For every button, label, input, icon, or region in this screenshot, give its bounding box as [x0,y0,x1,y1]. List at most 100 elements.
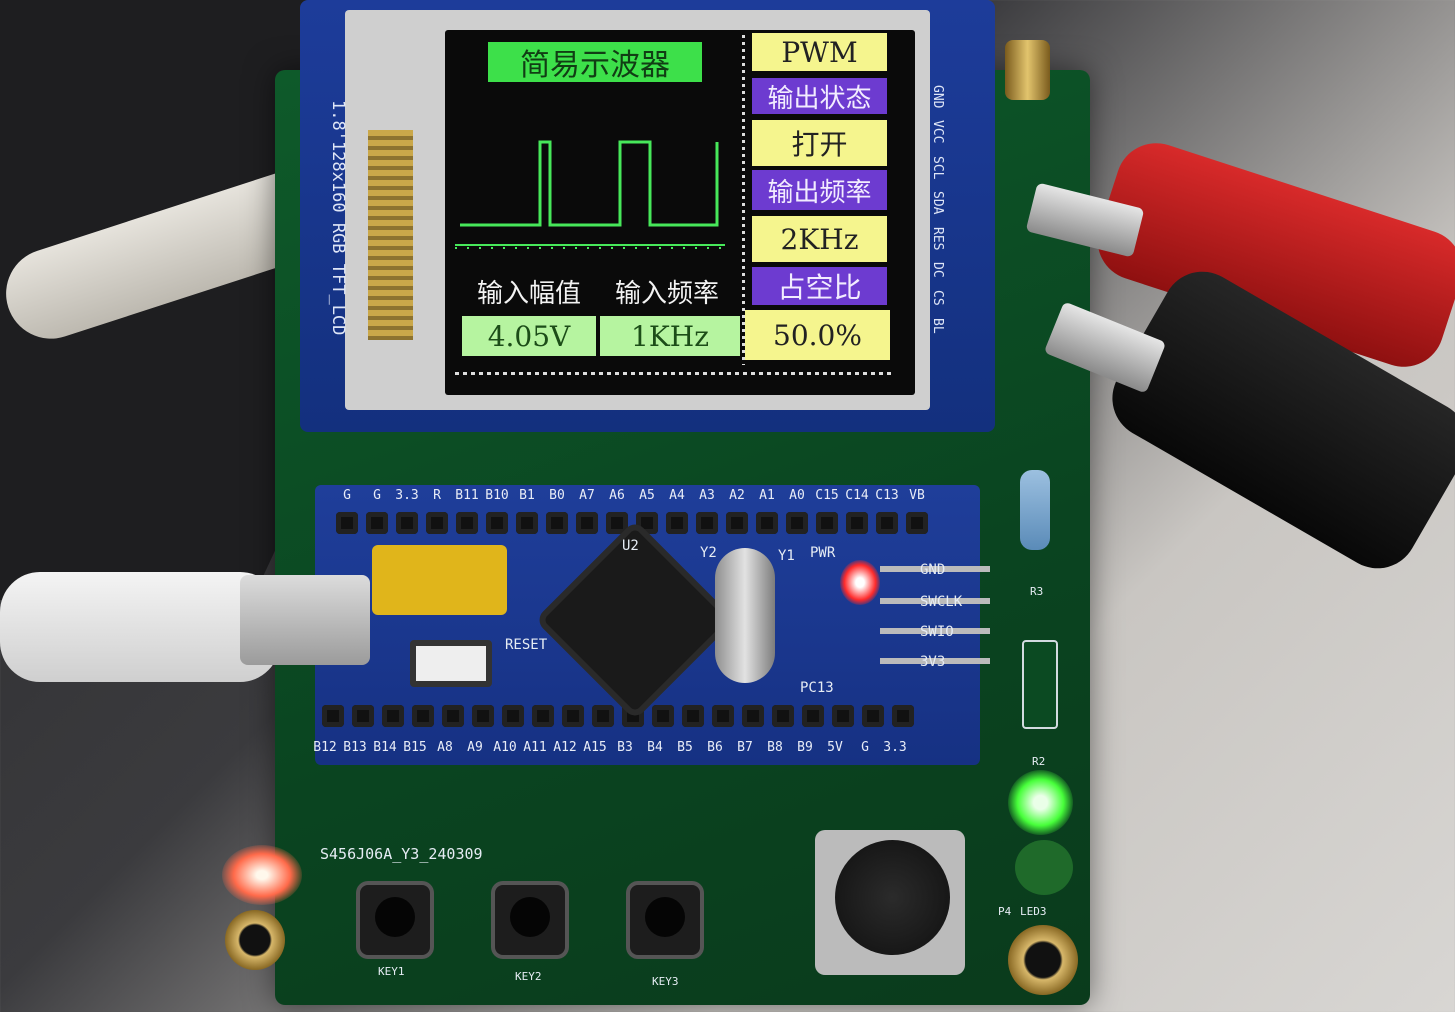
square-wave-trace [455,140,725,249]
green-led [1008,770,1073,835]
pin-label: A0 [789,488,805,503]
pin [906,512,928,534]
pin [532,705,554,727]
screen-title: 简易示波器 [488,42,702,83]
potentiometer-knob[interactable] [835,840,950,955]
key1-button[interactable] [360,885,430,955]
key3-cap[interactable] [645,897,685,937]
pin-label: 3.3 [883,740,907,755]
pin [892,705,914,727]
pin [352,705,374,727]
resistor-r2-footprint [1022,640,1058,729]
output-state-label: 输出状态 [752,78,887,114]
pin-label: B1 [519,488,535,503]
pin-label: A15 [583,740,607,755]
key2-button[interactable] [495,885,565,955]
input-amp-value: 4.05V [462,316,596,356]
pin [622,705,644,727]
pin-label: B11 [455,488,479,503]
pin [426,512,448,534]
pin-label: B8 [767,740,783,755]
output-freq-label: 输出频率 [752,170,887,210]
pin-label: 3.3 [395,488,419,503]
top-pin-header [336,512,928,534]
usb-plug [240,575,370,665]
duty-label: 占空比 [752,267,887,305]
pin-label: B10 [485,488,509,503]
board-id-label: S456J06A_Y3_240309 [320,845,483,863]
pin-label: C15 [815,488,839,503]
pin [816,512,838,534]
pin [712,705,734,727]
pin-label: A7 [579,488,595,503]
pin [786,512,808,534]
input-freq-value: 1KHz [600,316,740,356]
pin [456,512,478,534]
lcd-flex-cable [368,130,413,340]
usb-cable [0,572,280,682]
swd-gnd-label: GND [920,562,946,578]
pin [652,705,674,727]
pin [562,705,584,727]
duty-value: 50.0% [745,310,890,360]
pin-label: B5 [677,740,693,755]
pin-label: G [373,488,381,503]
lcd-pin-label: VCC [930,120,945,144]
pin [636,512,658,534]
pin-label: A4 [669,488,685,503]
bottom-pin-labels: B12 B13 B14 B15 A8 A9 A10 A11 A12 A15 B3… [310,740,910,755]
lcd-pin-label: DC [930,262,945,279]
key3-button[interactable] [630,885,700,955]
key1-cap[interactable] [375,897,415,937]
pin-label: A8 [437,740,453,755]
pc13-label: PC13 [800,680,834,696]
pin-label: A9 [467,740,483,755]
key2-cap[interactable] [510,897,550,937]
swd-pin [880,566,990,572]
r3-label: R3 [1030,585,1044,598]
pin-label: A6 [609,488,625,503]
pin-label: B14 [373,740,397,755]
lcd-pin-label: SCL [930,155,945,180]
pin [666,512,688,534]
pin-label: B0 [549,488,565,503]
pwr-label: PWR [810,545,836,561]
pin [546,512,568,534]
pin [682,705,704,727]
audio-jack-left [225,910,285,970]
lcd-pin-label: GND [930,85,945,109]
pin [442,705,464,727]
swd-pin [880,598,990,604]
u2-label: U2 [622,538,639,554]
pin-label: B9 [797,740,813,755]
swd-swio-label: SWIO [920,624,954,640]
r2-label: R2 [1032,755,1046,768]
pin-label: A3 [699,488,715,503]
reset-button[interactable] [410,640,492,687]
pin [382,705,404,727]
input-amp-label: 输入幅值 [476,278,581,309]
reset-label: RESET [505,637,548,653]
pin-label: VB [909,488,925,503]
pin-label: B6 [707,740,723,755]
resistor-r3 [1020,470,1050,550]
pin [772,705,794,727]
pin-label: A12 [553,740,577,755]
screen-divider [742,35,745,365]
output-freq-value: 2KHz [752,216,887,262]
swd-pin [880,658,990,664]
pin-label: G [343,488,351,503]
audio-jack [1008,925,1078,995]
y2-label: Y2 [700,545,717,561]
pin-label: B3 [617,740,633,755]
key1-label: KEY1 [378,965,405,978]
pin [592,705,614,727]
boot-jumper[interactable] [372,545,507,615]
pin [726,512,748,534]
pin-label: B4 [647,740,663,755]
pin [876,512,898,534]
pin-label: C13 [875,488,899,503]
pin-label: R [433,488,441,503]
pin-label: B7 [737,740,753,755]
pin [366,512,388,534]
